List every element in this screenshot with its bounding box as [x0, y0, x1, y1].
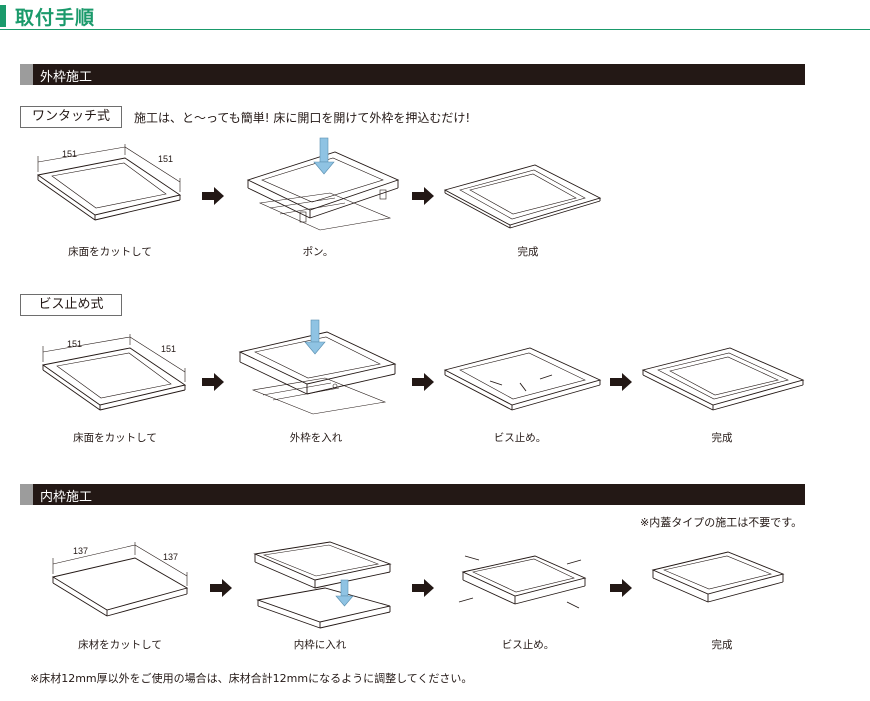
- floor-cut-illustration-1: 151 151: [36, 144, 182, 221]
- frame-place-illustration: [238, 319, 397, 415]
- completed-onetouch-illustration: [443, 164, 602, 229]
- dim-label: 151: [161, 344, 176, 354]
- step-arrow-icon: [610, 373, 632, 391]
- footnote: ※床材12mm厚以外をご使用の場合は、床材合計12mmになるように調整してくださ…: [30, 672, 473, 685]
- completed-screw-illustration: [641, 347, 805, 411]
- inner-frame-insert-illustration: [253, 541, 392, 629]
- step-arrow-icon: [202, 187, 224, 205]
- step-caption: 床面をカットして: [73, 432, 157, 444]
- page-title: 取付手順: [15, 7, 96, 29]
- step-arrow-icon: [610, 579, 632, 597]
- step-caption: 床面をカットして: [68, 246, 152, 258]
- section-header-label: 内枠施工: [40, 490, 93, 505]
- screw-fix-illustration: [443, 347, 602, 411]
- step-caption: ビス止め。: [493, 432, 547, 444]
- dim-label: 151: [62, 149, 77, 159]
- step-caption: 完成: [711, 639, 733, 651]
- inner-screw-fix-illustration: [458, 555, 587, 609]
- completed-inner-illustration: [651, 551, 785, 603]
- section-header-outer: 外枠施工: [20, 64, 805, 85]
- dim-label: 151: [158, 154, 173, 164]
- section-marker: [20, 484, 33, 505]
- step-caption: 内枠に入れ: [293, 639, 347, 651]
- step-caption: 外枠を入れ: [289, 432, 343, 444]
- dim-label: 151: [67, 339, 82, 349]
- onetouch-description: 施工は、と〜っても簡単! 床に開口を開けて外枠を押込むだけ!: [134, 111, 471, 125]
- step-arrow-icon: [412, 373, 434, 391]
- section-marker: [20, 64, 33, 85]
- method-label-screw: ビス止め式: [20, 294, 122, 316]
- step-caption: 床材をカットして: [78, 639, 162, 651]
- dim-label: 137: [163, 552, 178, 562]
- inner-note: ※内蓋タイプの施工は不要です。: [640, 516, 803, 529]
- frame-insert-illustration: [246, 137, 400, 231]
- section-header-inner: 内枠施工: [20, 484, 805, 505]
- step-caption: 完成: [711, 432, 733, 444]
- step-caption: 完成: [517, 246, 539, 258]
- step-arrow-icon: [412, 579, 434, 597]
- step-arrow-icon: [412, 187, 434, 205]
- step-arrow-icon: [202, 373, 224, 391]
- step-caption: ビス止め。: [501, 639, 555, 651]
- floor-cut-illustration-2: 151 151: [41, 334, 187, 411]
- step-caption: ポン。: [302, 246, 334, 258]
- section-header-label: 外枠施工: [40, 70, 93, 85]
- title-rule: [0, 29, 870, 30]
- floor-material-cut-illustration: 137 137: [51, 542, 189, 617]
- title-accent-bar: [0, 5, 6, 27]
- dim-label: 137: [73, 546, 88, 556]
- step-arrow-icon: [210, 579, 232, 597]
- method-label-onetouch: ワンタッチ式: [20, 106, 122, 128]
